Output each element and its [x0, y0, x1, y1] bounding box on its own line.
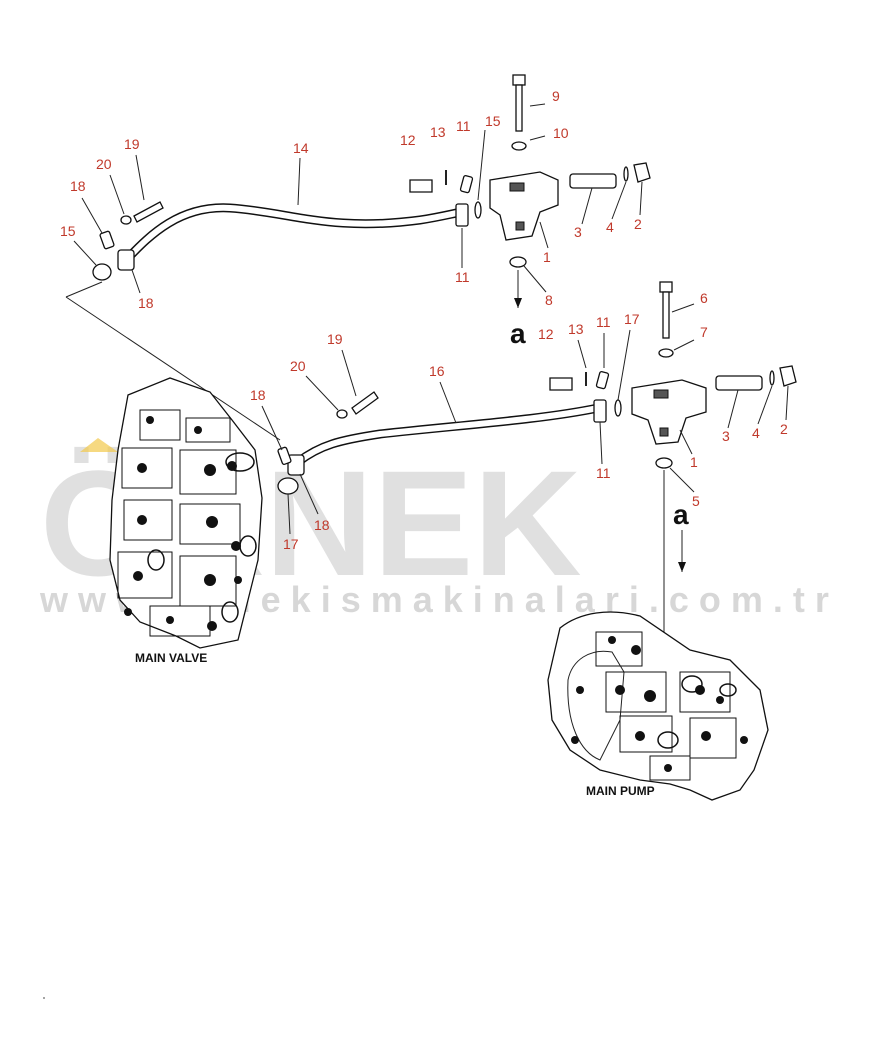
oring-4: [623, 166, 629, 182]
caption-main-pump: MAIN PUMP: [586, 784, 655, 798]
callout-11-lower-top: 11: [596, 314, 611, 330]
hose-end-left-lower: [287, 454, 305, 476]
callout-13-lower: 13: [568, 321, 584, 337]
callout-2-lower: 2: [780, 421, 788, 437]
upper-assembly: [92, 74, 651, 308]
bolt-19-lower: [351, 391, 379, 415]
plug-2-lower: [779, 365, 797, 387]
callout-5: 5: [692, 493, 700, 509]
bolt-head-6: [659, 281, 673, 293]
watermark-accent-icon: [80, 438, 118, 452]
split-flange-18: [99, 230, 115, 250]
callout-14: 14: [293, 140, 309, 156]
callout-2: 2: [634, 216, 642, 232]
callout-6: 6: [700, 290, 708, 306]
oring-4-lower: [769, 370, 775, 386]
oring-15: [92, 263, 112, 281]
washer-7: [658, 348, 674, 358]
split-flange-11-lower: [595, 371, 610, 390]
lower-callouts: 6 7 12 13 11 17 16 19 20 18 17 18 11 1 3…: [250, 290, 789, 552]
oring-5: [655, 457, 673, 469]
washer-20-lower: [336, 409, 348, 419]
callout-9: 9: [552, 88, 560, 104]
oring-8: [509, 256, 527, 268]
callout-10: 10: [553, 125, 569, 141]
callout-20-lower: 20: [290, 358, 306, 374]
callout-15-left: 15: [60, 223, 76, 239]
bolt-head-9: [512, 74, 526, 86]
main-pump-drawing: MAIN PUMP: [547, 611, 769, 801]
bolt-9: [515, 84, 523, 132]
callout-18-left: 18: [70, 178, 86, 194]
callout-17-lower-left: 17: [283, 536, 299, 552]
callout-19: 19: [124, 136, 140, 152]
callout-11-bottom: 11: [455, 269, 470, 285]
washer-10: [511, 141, 527, 151]
callout-15-top: 15: [485, 113, 501, 129]
block-1: [489, 171, 559, 241]
arrow-down-icon-lower: [678, 562, 686, 572]
pipe-3: [569, 173, 617, 189]
block-1-lower: [631, 379, 707, 445]
callout-13: 13: [430, 124, 446, 140]
pipe-3-lower: [715, 375, 763, 391]
hose-end-left: [117, 249, 135, 271]
callout-4: 4: [606, 219, 614, 235]
upper-callouts: 9 10 12 13 11 15 14 19 20 18 15 18 11 1 …: [60, 88, 643, 349]
callout-4-lower: 4: [752, 425, 760, 441]
callout-16: 16: [429, 363, 445, 379]
callout-12: 12: [400, 132, 416, 148]
split-flange-11: [459, 175, 474, 194]
main-valve-drawing: MAIN VALVE: [109, 377, 263, 665]
callout-3-lower: 3: [722, 428, 730, 444]
washer-20: [120, 215, 132, 225]
arrow-down-icon: [514, 298, 522, 308]
oring-17-lower-right: [614, 399, 622, 417]
bolt-19: [133, 201, 164, 223]
callout-7: 7: [700, 324, 708, 340]
lower-assembly: [277, 281, 797, 700]
callout-18-bottom: 18: [138, 295, 154, 311]
oring-17-lower-left: [277, 477, 299, 495]
callout-18-lower-bottom: 18: [314, 517, 330, 533]
hose-end-right: [455, 203, 469, 227]
marker-a-lower: a: [673, 499, 689, 530]
plug-2: [633, 162, 651, 183]
hose-end-right-lower: [593, 399, 607, 423]
callout-17-lower-top: 17: [624, 311, 640, 327]
marker-a-upper: a: [510, 318, 526, 349]
callout-3: 3: [574, 224, 582, 240]
caption-main-valve: MAIN VALVE: [135, 651, 207, 665]
bolt-12: [409, 179, 433, 193]
callout-1-lower: 1: [690, 454, 698, 470]
callout-11-top: 11: [456, 118, 471, 134]
oring-15b: [474, 201, 482, 219]
callout-1: 1: [543, 249, 551, 265]
callout-19-lower: 19: [327, 331, 343, 347]
callout-11-lower-bottom: 11: [596, 465, 611, 481]
callout-20: 20: [96, 156, 112, 172]
callout-12-lower: 12: [538, 326, 554, 342]
bolt-6: [662, 291, 670, 339]
callout-8: 8: [545, 292, 553, 308]
callout-18-lower-top: 18: [250, 387, 266, 403]
bolt-12-lower: [549, 377, 573, 391]
